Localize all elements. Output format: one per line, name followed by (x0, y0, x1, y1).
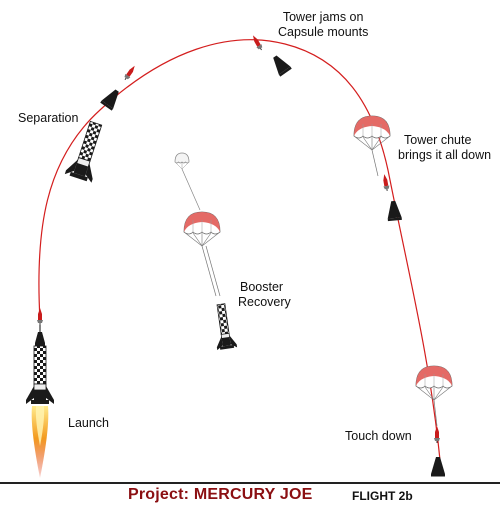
project-title: Project: MERCURY JOE (128, 486, 313, 503)
footer: Project: MERCURY JOE FLIGHT 2b (0, 484, 500, 506)
label-touch-down: Touch down (345, 429, 412, 443)
pilot-chute-icon (174, 152, 190, 170)
separation-rocket-icon (64, 120, 103, 183)
trajectory-path (38, 39, 441, 461)
label-booster-recovery: Booster Recovery (238, 280, 291, 309)
separation-tower-icon (122, 63, 138, 82)
jammed-capsule-icon (269, 52, 292, 77)
touchdown-capsule-icon (431, 457, 445, 477)
booster-icon (210, 302, 238, 351)
label-tower-jams: Tower jams on Capsule mounts (278, 10, 369, 39)
touchdown-tower-icon (433, 425, 441, 444)
ground-line (0, 482, 500, 484)
tower-chute-capsule-icon (386, 200, 402, 222)
label-launch: Launch (68, 416, 110, 430)
label-tower-chute: Tower chute brings it all down (398, 133, 492, 162)
launch-rocket-icon (26, 308, 54, 404)
tower-chute-parachute-icon (353, 115, 391, 151)
touchdown-parachute-icon (415, 365, 453, 401)
booster-parachute-icon (183, 211, 221, 247)
label-separation: Separation (18, 111, 79, 125)
flight-label: FLIGHT 2b (352, 489, 413, 503)
flame-icon (31, 406, 49, 478)
jammed-tower-icon (249, 33, 265, 53)
